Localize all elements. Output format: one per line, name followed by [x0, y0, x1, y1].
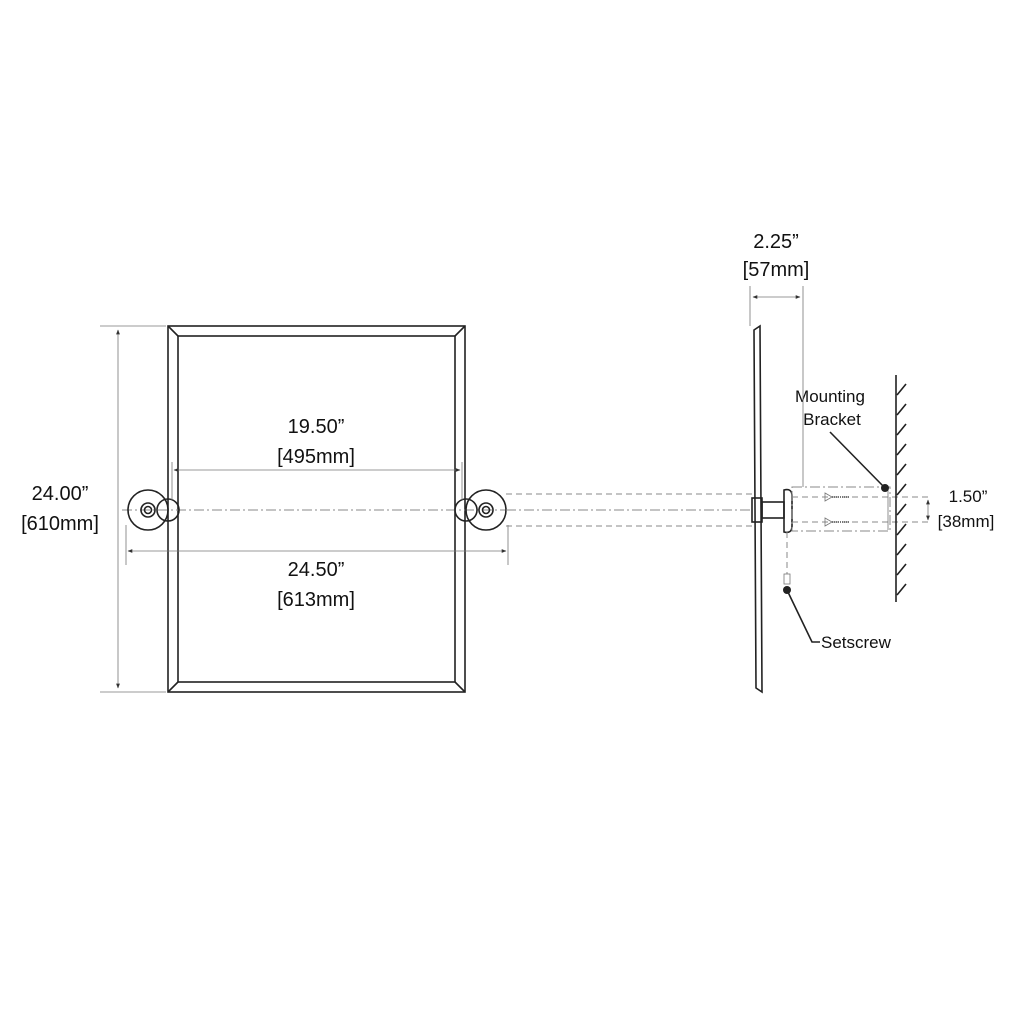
- projection-lines: [506, 493, 752, 527]
- height-imperial: 24.00”: [32, 483, 89, 505]
- wall-hatching: [896, 383, 907, 596]
- setscrew-label: Setscrew: [821, 633, 892, 652]
- overall-width-metric: [613mm]: [277, 589, 355, 611]
- overall-width-imperial: 24.50”: [288, 559, 345, 581]
- mirror-frame: [167, 325, 466, 693]
- wall-screw-icon: [824, 492, 850, 527]
- right-bracket: [454, 489, 507, 531]
- mirror-bevel: [177, 335, 456, 683]
- mounting-bracket-label-line2: Bracket: [803, 410, 861, 429]
- mounting-bracket-label-line1: Mounting: [795, 387, 865, 406]
- projection-imperial: 2.25”: [753, 231, 799, 253]
- front-view: 24.00” [610mm] 19.50” [495mm] 24.50” [61…: [21, 325, 512, 693]
- setscrew-icon: [783, 573, 791, 585]
- inner-width-imperial: 19.50”: [288, 416, 345, 438]
- inner-width-metric: [495mm]: [277, 446, 355, 468]
- side-view: Mounting Bracket Setscrew 1.50” [38mm] 2…: [743, 231, 995, 694]
- left-bracket: [127, 489, 180, 531]
- bracket-stem: [761, 501, 785, 519]
- mirror-side-profile: [753, 324, 763, 694]
- projection-metric: [57mm]: [743, 259, 810, 281]
- height-metric: [610mm]: [21, 513, 99, 535]
- bracket-spacing-imperial: 1.50”: [949, 487, 988, 506]
- bracket-spacing-metric: [38mm]: [938, 512, 995, 531]
- bracket-flange: [783, 488, 793, 534]
